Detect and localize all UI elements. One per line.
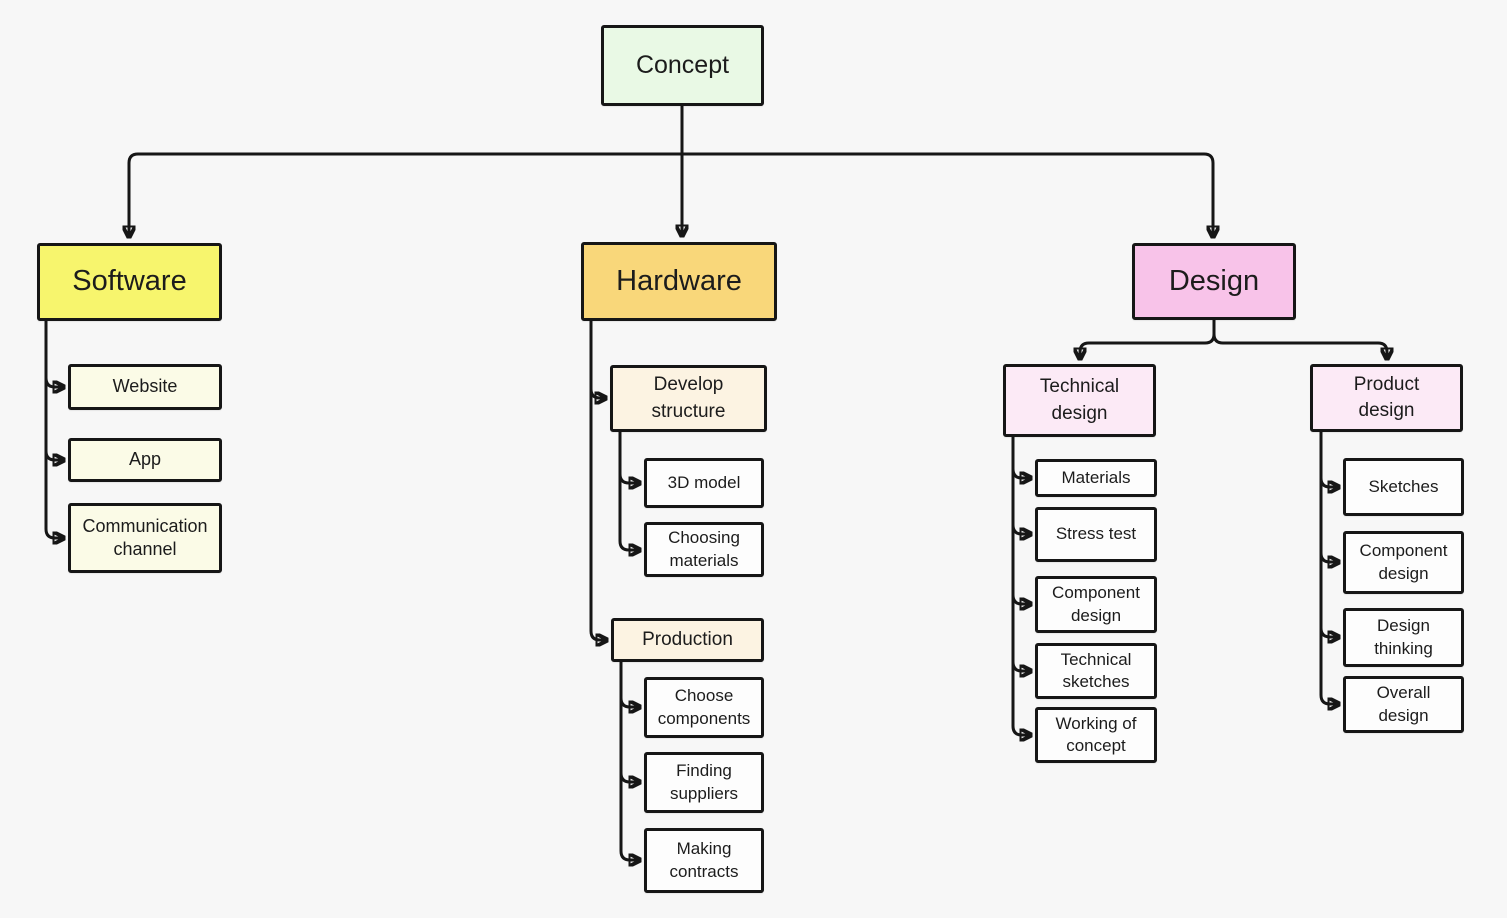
node-design[interactable]: Design [1132, 243, 1296, 320]
node-technical-sketches[interactable]: Technical sketches [1035, 643, 1157, 699]
connector-production-finding-suppliers [619, 662, 639, 782]
connector-design-product [1212, 320, 1387, 358]
connector-production-making-contracts [619, 662, 639, 860]
node-communication-channel[interactable]: Communication channel [68, 503, 222, 573]
node-choosing-materials[interactable]: Choosing materials [644, 522, 764, 577]
node-website[interactable]: Website [68, 364, 222, 410]
node-hardware[interactable]: Hardware [581, 242, 777, 321]
node-finding-suppliers[interactable]: Finding suppliers [644, 752, 764, 813]
node-component-design-technical[interactable]: Component design [1035, 576, 1157, 633]
node-concept[interactable]: Concept [601, 25, 764, 106]
node-product-design[interactable]: Product design [1310, 364, 1463, 432]
node-component-design-product[interactable]: Component design [1343, 531, 1464, 594]
node-working-of-concept[interactable]: Working of concept [1035, 707, 1157, 763]
node-software[interactable]: Software [37, 243, 222, 321]
node-technical-design[interactable]: Technical design [1003, 364, 1156, 437]
node-develop-structure[interactable]: Develop structure [610, 365, 767, 432]
node-overall-design[interactable]: Overall design [1343, 676, 1464, 733]
connector-concept-software [129, 152, 682, 236]
connector-production-choose-components [619, 662, 639, 707]
connector-technical-component-design [1011, 437, 1030, 604]
connector-product-sketches [1319, 432, 1338, 487]
connector-concept-design [682, 152, 1213, 236]
node-design-thinking[interactable]: Design thinking [1343, 608, 1464, 667]
connector-technical-materials [1011, 437, 1030, 478]
connector-hardware-production [589, 321, 606, 640]
node-making-contracts[interactable]: Making contracts [644, 828, 764, 893]
connector-product-design-thinking [1319, 432, 1338, 637]
node-stress-test[interactable]: Stress test [1035, 507, 1157, 562]
connector-technical-stress-test [1011, 437, 1030, 534]
connector-technical-working-of-concept [1011, 437, 1030, 735]
connector-software-app [44, 321, 63, 460]
node-app[interactable]: App [68, 438, 222, 482]
connector-develop-3d-model [618, 432, 639, 483]
node-production[interactable]: Production [611, 618, 764, 662]
node-3d-model[interactable]: 3D model [644, 458, 764, 508]
connector-software-communication [44, 321, 63, 538]
node-choose-components[interactable]: Choose components [644, 677, 764, 738]
connector-design-technical [1080, 320, 1216, 358]
connector-software-website [44, 321, 63, 387]
connector-hardware-develop-structure [589, 321, 605, 398]
connector-develop-choosing-materials [618, 432, 639, 550]
connector-product-component-design [1319, 432, 1338, 562]
node-materials[interactable]: Materials [1035, 459, 1157, 497]
connector-technical-technical-sketches [1011, 437, 1030, 671]
node-sketches[interactable]: Sketches [1343, 458, 1464, 516]
connector-product-overall-design [1319, 432, 1338, 704]
